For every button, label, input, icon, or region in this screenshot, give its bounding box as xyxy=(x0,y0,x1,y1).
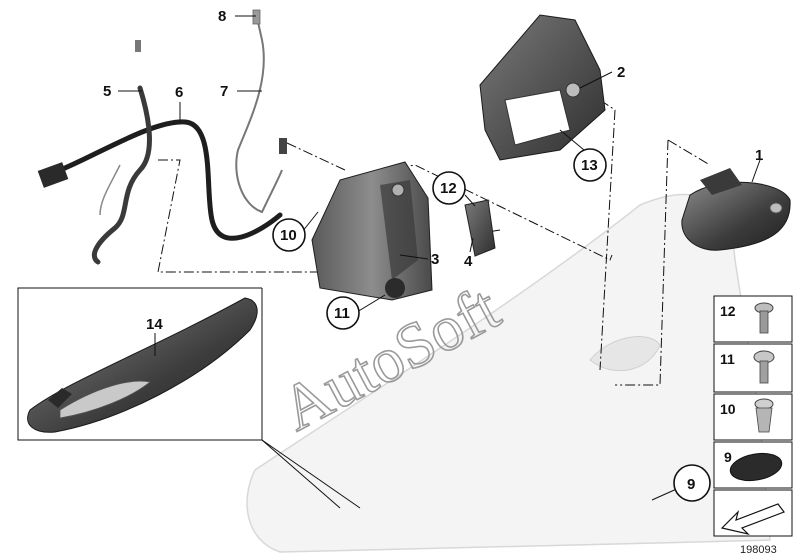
callout-8: 8 xyxy=(218,8,226,25)
legend-label-11: 11 xyxy=(720,351,735,367)
callout-6: 6 xyxy=(175,84,183,101)
callout-2: 2 xyxy=(617,64,625,81)
flange-screw-icon xyxy=(753,350,775,384)
legend-label-9: 9 xyxy=(724,449,732,465)
legend-box-10 xyxy=(713,393,793,441)
callout-7: 7 xyxy=(220,83,228,100)
outside-handle-cover xyxy=(27,297,258,433)
handle-carrier xyxy=(479,14,606,161)
handle-cover-inset xyxy=(17,287,361,509)
legend-box-11 xyxy=(713,343,793,393)
outside-door-handle xyxy=(681,168,791,251)
bowden-cable-5 xyxy=(91,40,152,265)
callout-11: 11 xyxy=(334,305,350,322)
legend-label-12: 12 xyxy=(720,303,736,319)
screw-icon xyxy=(754,302,774,334)
callout-1: 1 xyxy=(755,147,763,164)
legend-label-10: 10 xyxy=(720,401,736,417)
diagram-id: 198093 xyxy=(740,544,777,556)
legend-box-12 xyxy=(713,295,793,343)
fastener-legend: 12 11 10 9 xyxy=(713,295,793,537)
callout-3: 3 xyxy=(431,251,439,268)
callout-14: 14 xyxy=(146,316,163,333)
callout-12: 12 xyxy=(440,180,457,197)
callout-5: 5 xyxy=(103,83,111,100)
arrow-icon xyxy=(720,503,785,536)
callout-10: 10 xyxy=(280,227,297,244)
callout-4: 4 xyxy=(464,253,473,270)
operating-rod xyxy=(235,9,287,214)
oval-cap-icon xyxy=(729,452,783,482)
lock-bracket xyxy=(464,199,496,257)
callout-13: 13 xyxy=(581,157,598,174)
callout-9: 9 xyxy=(687,476,695,493)
expanding-rivet-icon xyxy=(754,398,774,433)
bowden-cable-6 xyxy=(37,119,283,241)
door-lock xyxy=(311,161,433,301)
callout-circles xyxy=(272,148,711,502)
